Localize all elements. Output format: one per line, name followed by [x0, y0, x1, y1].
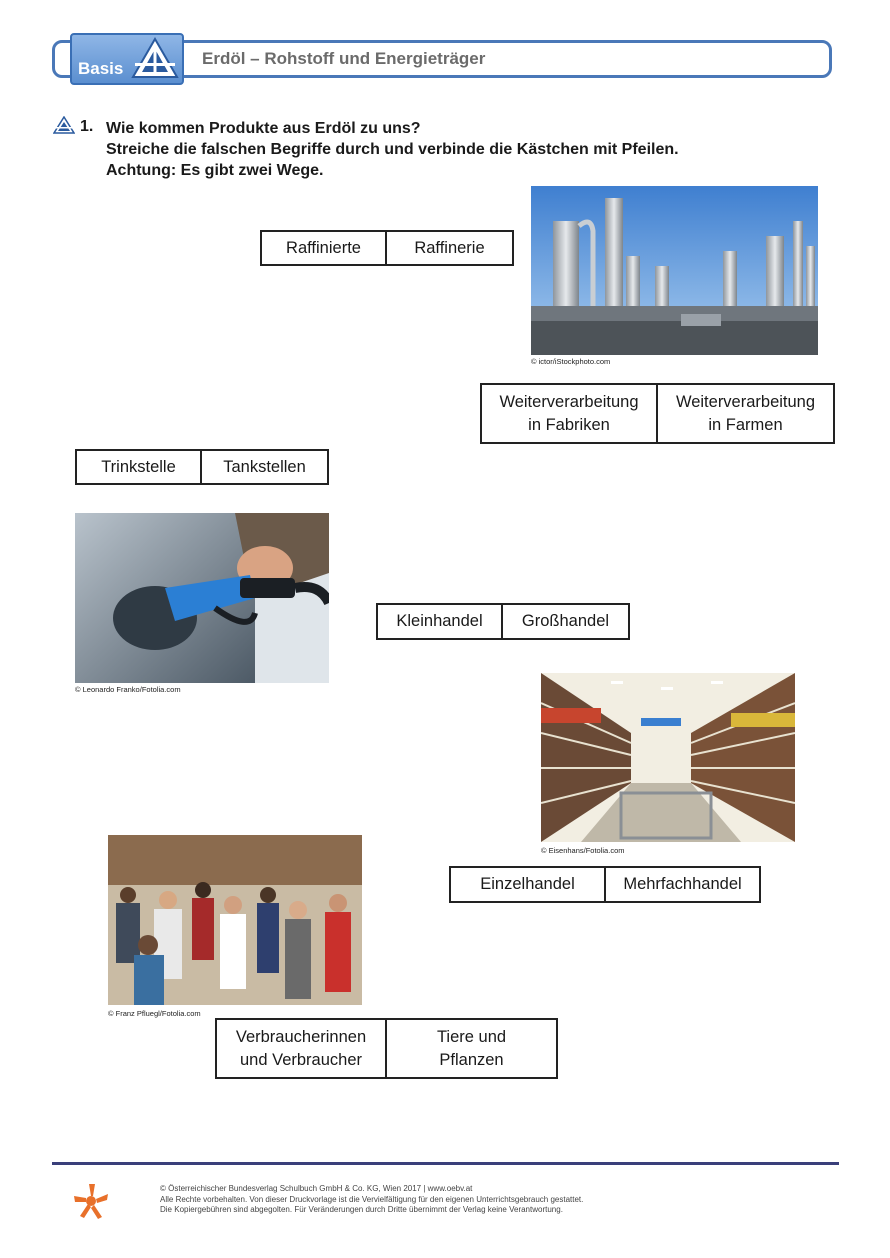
- task-number: 1.: [80, 118, 94, 135]
- task-question: Wie kommen Produkte aus Erdöl zu uns?: [106, 120, 421, 137]
- box-pair-weiterverarbeitung: Weiterverarbeitung in Fabriken Weiterver…: [480, 383, 835, 444]
- task-instruction: Streiche die falschen Begriffe durch und…: [106, 141, 679, 158]
- basis-triangle-icon: [131, 37, 179, 78]
- choice-box-tankstellen[interactable]: Tankstellen: [202, 449, 329, 485]
- choice-box-fabriken[interactable]: Weiterverarbeitung in Fabriken: [480, 383, 658, 444]
- publisher-logo-icon: [74, 1184, 108, 1219]
- choice-box-kleinhandel[interactable]: Kleinhandel: [376, 603, 503, 640]
- choice-box-trinkstelle[interactable]: Trinkstelle: [75, 449, 202, 485]
- box-pair-raffinerie: Raffinierte Raffinerie: [260, 230, 514, 266]
- choice-box-verbraucher[interactable]: Verbraucherinnen und Verbraucher: [215, 1018, 387, 1079]
- box-pair-handel: Kleinhandel Großhandel: [376, 603, 630, 640]
- photo-credit-supermarket: © Eisenhans/Fotolia.com: [541, 846, 625, 855]
- photo-credit-fuel: © Leonardo Franko/Fotolia.com: [75, 685, 181, 694]
- footer-line-2: Alle Rechte vorbehalten. Von dieser Druc…: [160, 1194, 584, 1204]
- footer-line-3: Die Kopiergebühren sind abgegolten. Für …: [160, 1205, 563, 1214]
- choice-box-raffinerie[interactable]: Raffinerie: [387, 230, 514, 266]
- footer-line-1: © Österreichischer Bundesverlag Schulbuc…: [160, 1184, 473, 1193]
- choice-box-grosshandel[interactable]: Großhandel: [503, 603, 630, 640]
- supermarket-photo: [541, 673, 795, 842]
- footer-copyright: © Österreichischer Bundesverlag Schulbuc…: [160, 1184, 583, 1216]
- box-pair-einzelhandel: Einzelhandel Mehrfachhandel: [449, 866, 761, 903]
- task-note: Achtung: Es gibt zwei Wege.: [106, 162, 324, 179]
- choice-box-mehrfachhandel[interactable]: Mehrfachhandel: [606, 866, 761, 903]
- fuel-nozzle-photo: [75, 513, 329, 683]
- basis-label: Basis: [78, 59, 124, 78]
- footer-rule: [52, 1162, 839, 1165]
- choice-box-raffinierte[interactable]: Raffinierte: [260, 230, 387, 266]
- choice-box-einzelhandel[interactable]: Einzelhandel: [449, 866, 606, 903]
- photo-credit-crowd: © Franz Pfluegl/Fotolia.com: [108, 1009, 201, 1018]
- refinery-photo: [531, 186, 818, 355]
- task-level-icon: [53, 116, 75, 134]
- photo-credit-refinery: © ictor/iStockphoto.com: [531, 357, 611, 366]
- box-pair-verbraucher: Verbraucherinnen und Verbraucher Tiere u…: [215, 1018, 558, 1079]
- box-pair-tankstelle: Trinkstelle Tankstellen: [75, 449, 329, 485]
- choice-box-farmen[interactable]: Weiterverarbeitung in Farmen: [658, 383, 835, 444]
- choice-box-tiere-pflanzen[interactable]: Tiere und Pflanzen: [387, 1018, 558, 1079]
- page-title: Erdöl – Rohstoff und Energieträger: [202, 49, 486, 68]
- crowd-photo: [108, 835, 362, 1005]
